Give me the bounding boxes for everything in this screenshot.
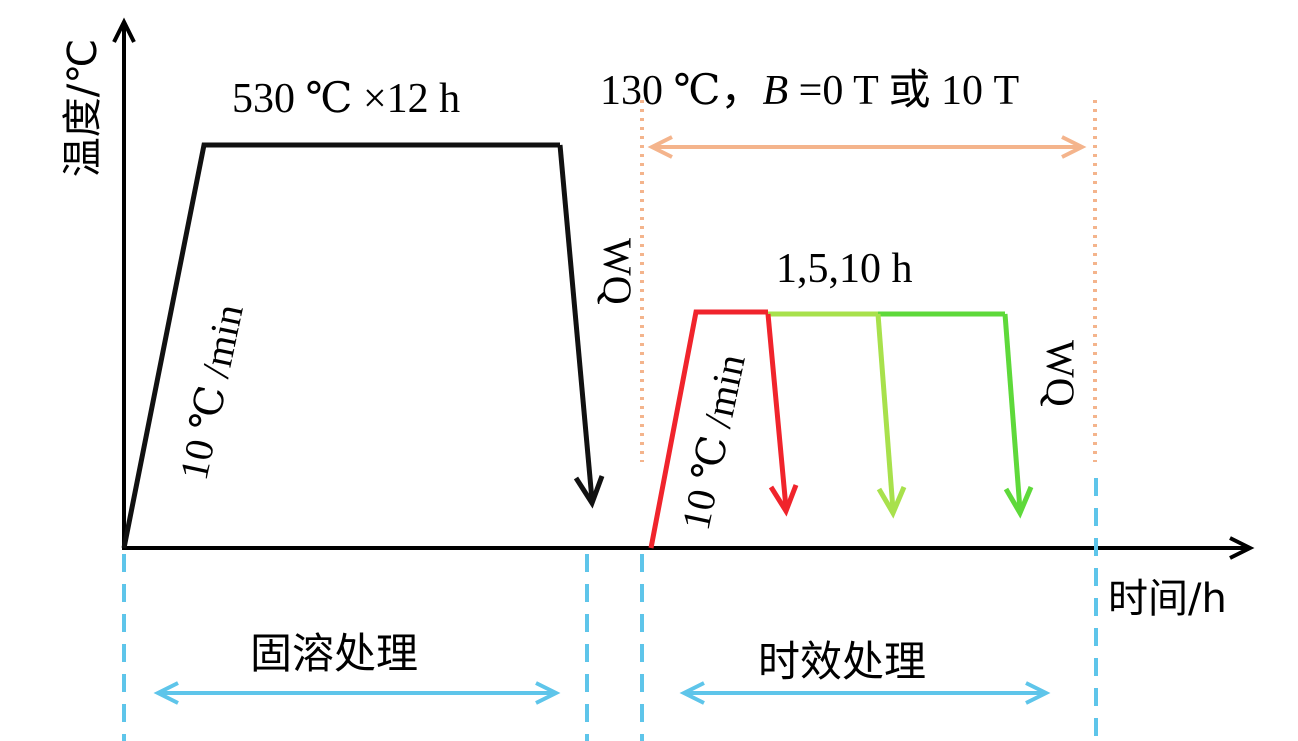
solution-quench-line [557, 144, 595, 501]
x-axis-label: 时间/h [1108, 576, 1227, 622]
solution-quench-arrowhead [573, 475, 605, 509]
y-axis-arrowhead [112, 17, 136, 43]
aging-quench-1h-arrowhead [768, 484, 799, 517]
x-axis-arrowhead [1229, 536, 1255, 560]
aging-treatment-label: 时效处理 [758, 637, 926, 686]
solution-heating-rate-label: 10 ℃ /min [171, 300, 252, 484]
aging-quench-10h-arrowhead [1003, 486, 1034, 519]
solution-condition-label: 530 ℃ ×12 h [232, 76, 460, 122]
solution-quench-label: WQ [595, 238, 640, 305]
aging-heating-curve [648, 309, 768, 549]
aging-condition-rest: =0 T 或 10 T [788, 68, 1019, 114]
aging-span-arrow-right-head [1025, 681, 1051, 705]
aging-quench-label: WQ [1038, 340, 1083, 407]
y-axis-label: 温度/℃ [60, 39, 106, 177]
aging-profile [648, 309, 1034, 549]
solution-span-arrow-left-head [153, 681, 179, 705]
solution-profile [121, 142, 605, 549]
aging-quench-5h [875, 313, 896, 511]
aging-span-arrow-left-head [679, 681, 705, 705]
aging-condition-field-var: B [762, 68, 788, 114]
aging-quench-10h [1002, 313, 1023, 511]
solution-treatment-label: 固溶处理 [250, 629, 418, 678]
solution-span-arrow-right-head [535, 681, 561, 705]
solution-heating-hold-curve [121, 142, 560, 549]
field-range-arrow-right-head [1061, 135, 1087, 159]
axes [112, 17, 1255, 560]
aging-condition-prefix: 130 ℃， [600, 68, 762, 114]
aging-times-label: 1,5,10 h [776, 246, 913, 292]
treatment-spans [122, 478, 1098, 741]
aging-quench-1h [765, 313, 789, 509]
field-range-arrow-left-head [647, 135, 673, 159]
aging-quench-5h-arrowhead [876, 486, 907, 519]
aging-condition-label: 130 ℃，B =0 T 或 10 T [600, 68, 1019, 114]
field-range [640, 100, 1097, 462]
